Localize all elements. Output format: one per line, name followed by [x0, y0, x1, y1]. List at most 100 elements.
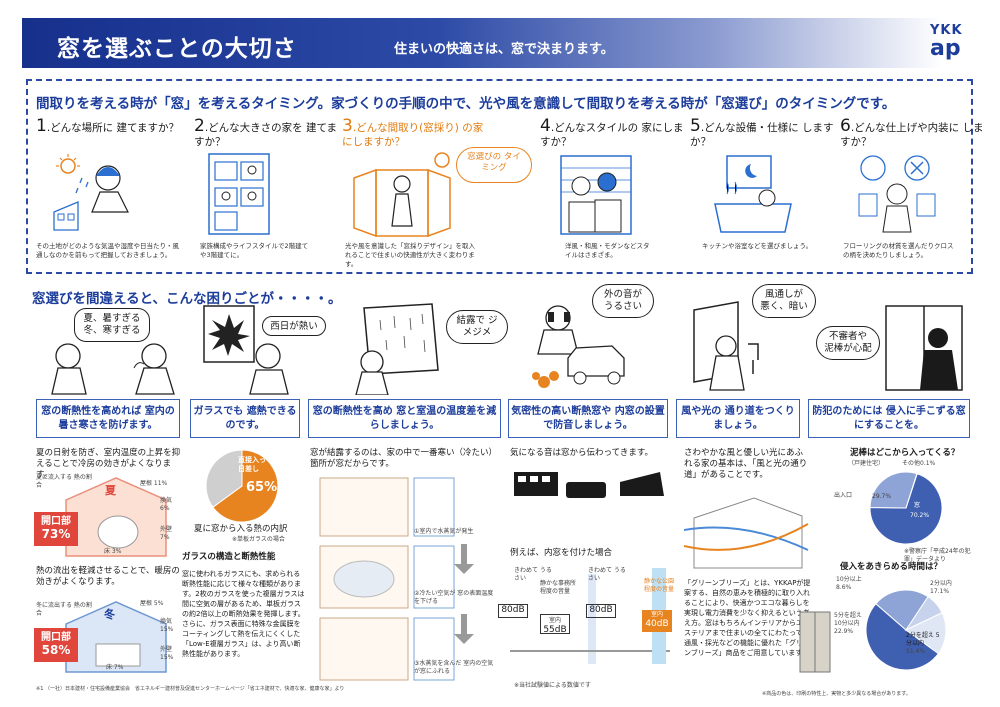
entrance-pct: 29.7% — [872, 493, 892, 500]
sound-note: ※当社試験値による数値です — [514, 682, 591, 689]
winter-text: 熱の流出を軽減させることで、暖房の効きがよくなります。 — [36, 566, 180, 587]
vent-summer: 換気 6% — [160, 497, 173, 512]
step-1: 1.どんな場所に 建てますか？ — [36, 118, 186, 135]
opening-winter-label: 開口部 — [41, 632, 71, 643]
complaint-condensation: 結露で ジメジメ — [446, 310, 508, 344]
heat-pie-chart — [205, 449, 279, 523]
summer-label: 夏 — [105, 484, 116, 497]
cond-step-1: ①室内で水蒸気が発生 — [414, 528, 474, 535]
equipment-illustration — [714, 155, 792, 233]
sound-level-1: きわめて うるさい — [514, 567, 552, 582]
band-security: 防犯のためには 侵入に手こずる窓にすることを。 — [808, 399, 970, 438]
noise-sources-illustration — [514, 472, 664, 498]
ventilation-illustration — [693, 301, 759, 391]
burglar-sub: （戸建住宅） — [848, 460, 885, 467]
db-2-value: 55dB — [543, 625, 567, 635]
sound-text: 気になる音は窓から伝わってきます。 — [510, 448, 653, 458]
giveup-pie-chart — [865, 589, 947, 671]
window-plan-illustration — [353, 152, 451, 238]
step-3: 3.どんな間取り(窓採り) の家にしますか？ — [342, 116, 492, 149]
pie-slice — [869, 471, 918, 509]
db-2-room: 室内 — [548, 617, 561, 624]
condensation-illustration — [355, 303, 439, 395]
sound-example: 例えば、内窓を付けた場合 — [510, 548, 613, 558]
step-2-desc: 家族構成やライフスタイルで2階建てや3階建てに。 — [200, 242, 309, 259]
window-pct: 70.2% — [910, 512, 930, 519]
burglar-question: 泥棒はどこから入ってくる？ — [850, 448, 960, 458]
opening-summer-label: 開口部 — [41, 516, 71, 527]
band-soundproof: 気密性の高い断熱窓や 内窓の設置で防音しましょう。 — [508, 399, 668, 438]
page-title: 窓を選ぶことの大切さ — [57, 36, 297, 62]
pie-slice — [869, 473, 943, 545]
sound-level-3: きわめて うるさい — [588, 567, 626, 582]
entry-pie-chart — [869, 471, 943, 545]
pie-sunlight-label: 直接入ってくる 日差し — [238, 456, 287, 473]
pie-slice — [205, 449, 243, 508]
noise-illustration — [532, 305, 625, 388]
pie-slice — [905, 473, 918, 509]
t4-label: 2分を超え 5分以内 — [906, 632, 940, 647]
complaint-security: 不審者や 泥棒が心配 — [816, 326, 880, 360]
west-sun-illustration — [203, 305, 289, 395]
summer-text: 夏の日射を防ぎ、室内温度の上昇を抑えることで冷房の効きがよくなります。 — [36, 448, 181, 480]
t2-label: 2分以内 — [930, 580, 952, 587]
step-4: 4.どんなスタイルの 家にしますか？ — [540, 116, 690, 149]
breeze-text: さわやかな風と優しい光にあふれる家の基本は、「風と光の通り道」があることです。 — [684, 448, 808, 480]
floor-winter: 床 7% — [106, 664, 124, 671]
db-1: 80dB — [498, 604, 528, 618]
step-title: .どんな大きさの家を 建てますか？ — [194, 122, 337, 148]
summer-house-diagram — [65, 477, 167, 557]
sound-level-4: 静かな公園 程度の音量 — [644, 578, 675, 593]
t4-pct: 51.4% — [906, 648, 926, 655]
logo-top: YKK — [930, 23, 963, 38]
footnote-left: ※1 （一社）日本建材・住宅設備産業協会 省エネルギー建材普及促進センターホーム… — [36, 686, 345, 692]
floor-summer: 床 3% — [104, 548, 122, 555]
cond-step-2: ②冷たい空気が 窓の表面温度を下げる — [414, 590, 494, 605]
burglar-other: その他0.1% — [902, 460, 936, 467]
db-3: 80dB — [586, 604, 616, 618]
db-4-room: 室内 — [650, 611, 663, 618]
footnote-right: ※商品の色は、印刷の特性上、実物と多少異なる場合があります。 — [762, 691, 911, 697]
security-illustration — [885, 305, 963, 391]
breeze-house-diagram — [684, 497, 809, 569]
window-label: 窓 — [914, 502, 921, 509]
cond-step-3: ③水蒸気を含んだ 室内の空気が窓にふれる — [414, 660, 494, 675]
burglar-note: ※警察庁「平成24年の犯罪」データより — [904, 548, 971, 563]
hot-cold-illustration — [51, 343, 175, 395]
band-glass: ガラスでも 遮熱できるのです。 — [190, 399, 300, 438]
t1-label: 10分以上 — [836, 576, 862, 583]
pie-slice — [905, 612, 947, 655]
complaint-hot-cold: 夏、暑すぎる 冬、寒すぎる — [74, 308, 150, 342]
t3-pct: 22.9% — [834, 628, 854, 635]
give-up-question: 侵入をあきらめる時間は？ — [840, 562, 943, 572]
ykk-logo: YKK ap — [930, 24, 972, 64]
roof-summer: 屋根 11% — [140, 480, 168, 487]
timing-section — [26, 79, 973, 274]
step-number: 3 — [342, 116, 353, 136]
winter-label: 冬 — [104, 608, 115, 621]
entrance-label: 出入口 — [834, 492, 853, 499]
step-5: 5.どんな設備・仕様に しますか？ — [690, 118, 840, 149]
step-6-desc: フローリングの材質を選んだりクロスの柄を決めたりしましょう。 — [843, 242, 954, 259]
wall-winter: 外壁 15% — [160, 646, 174, 661]
step-2: 2.どんな大きさの家を 建てますか？ — [194, 118, 344, 149]
complaint-ventilation: 風通しが 悪く、暗い — [752, 284, 816, 318]
step-title: .どんな間取り(窓採り) の家にしますか？ — [342, 122, 484, 148]
step-number: 4 — [540, 116, 551, 136]
timing-headline: 間取りを考える時が「窓」を考えるタイミング。家づくりの手順の中で、光や風を意識し… — [36, 96, 896, 112]
pie-caption: 夏に窓から入る熱の内訳 — [194, 524, 288, 534]
pie-slice — [865, 603, 940, 671]
page-subtitle: 住まいの快適さは、窓で決まります。 — [394, 42, 614, 57]
step-number: 6 — [840, 116, 851, 136]
t1-pct: 8.6% — [836, 584, 852, 591]
sound-level-2: 静かな事務所 程度の音量 — [540, 580, 577, 595]
pie-slice — [212, 449, 279, 523]
winter-out-label: 冬に流出する 熱の割合 — [36, 602, 92, 617]
roof-winter: 屋根 5% — [140, 600, 164, 607]
band-condensation: 窓の断熱性を高め 窓と室温の温度差を減らしましょう。 — [308, 399, 501, 438]
interior-illustration — [858, 155, 936, 233]
condensation-diagram — [319, 477, 474, 681]
summer-in-label: 夏に流入する 熱の割合 — [36, 474, 92, 489]
